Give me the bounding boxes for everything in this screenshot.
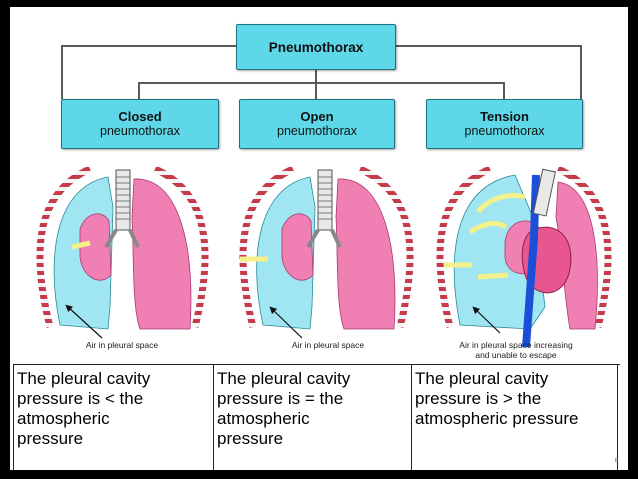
closed-pneumothorax-diagram [36,165,209,339]
connector-top-horizontal [61,45,237,47]
closed-pointer-arrow [65,304,103,339]
open-pointer-arrow [269,306,303,339]
pressure-table: The pleural cavity pressure is < the atm… [13,364,620,470]
tension-air-arrow-mid [468,220,508,235]
open-pneumothorax-diagram [239,165,414,339]
tension-vena-cava [522,174,540,348]
open-sub-label: pneumothorax [277,124,357,138]
closed-right-lung [131,178,192,330]
closed-chest-wall-right [153,165,209,328]
connector-root-vertical [315,68,317,82]
tension-sub-label: pneumothorax [464,124,545,138]
connector-c1 [138,82,140,99]
closed-collapsed-lung [79,213,112,281]
tension-pointer-arrow [472,306,501,334]
pneumothorax-box: Pneumothorax [236,24,396,70]
tension-air-arrow-low [477,272,509,280]
tension-air-arrow-top [476,193,526,214]
closed-sub-label: pneumothorax [100,124,180,138]
closed-caption: Air in pleural space [85,340,159,350]
tension-trachea [532,168,557,217]
pneumothorax-label: Pneumothorax [268,39,364,55]
connector-top-horizontal-right [394,45,581,47]
tension-chest-wall-right [556,165,612,328]
closed-label: Closed [118,109,162,124]
open-caption: Air in pleural space [291,340,365,350]
open-collapsed-lung [281,213,314,281]
closed-pressure-cell: The pleural cavity pressure is < the atm… [14,365,214,470]
lung-illustrations [36,165,612,348]
connector-right-vertical [580,45,582,99]
closed-trachea [115,169,131,231]
open-right-lung [335,178,396,330]
open-chest-wall-left [239,165,295,328]
tension-caption: Air in pleural space increasing and unab… [459,340,573,360]
open-trachea [317,169,333,231]
closed-chest-wall-left [36,165,92,328]
open-pneumothorax-box: Open pneumothorax [239,99,395,149]
connector-mid-horizontal [138,82,504,84]
closed-pneumothorax-box: Closed pneumothorax [61,99,219,149]
connector-c2 [315,82,317,99]
tension-label: Tension [480,109,529,124]
tension-pleural-air [453,174,546,330]
tension-pneumothorax-box: Tension pneumothorax [426,99,583,149]
page-number: 8 [614,458,618,464]
tension-chest-wall-left [436,165,492,328]
connector-c3 [503,82,505,99]
tension-pneumothorax-diagram [436,165,612,348]
open-pressure-cell: The pleural cavity pressure is = the atm… [214,365,412,470]
connector-left-vertical [61,45,63,99]
open-chest-wall-right [358,165,414,328]
slide: Pneumothorax Closed pneumothorax Open pn… [10,7,628,470]
tension-pressure-cell: The pleural cavity pressure is > the atm… [412,365,618,470]
closed-air-arrow [71,240,91,250]
open-label: Open [300,109,334,124]
